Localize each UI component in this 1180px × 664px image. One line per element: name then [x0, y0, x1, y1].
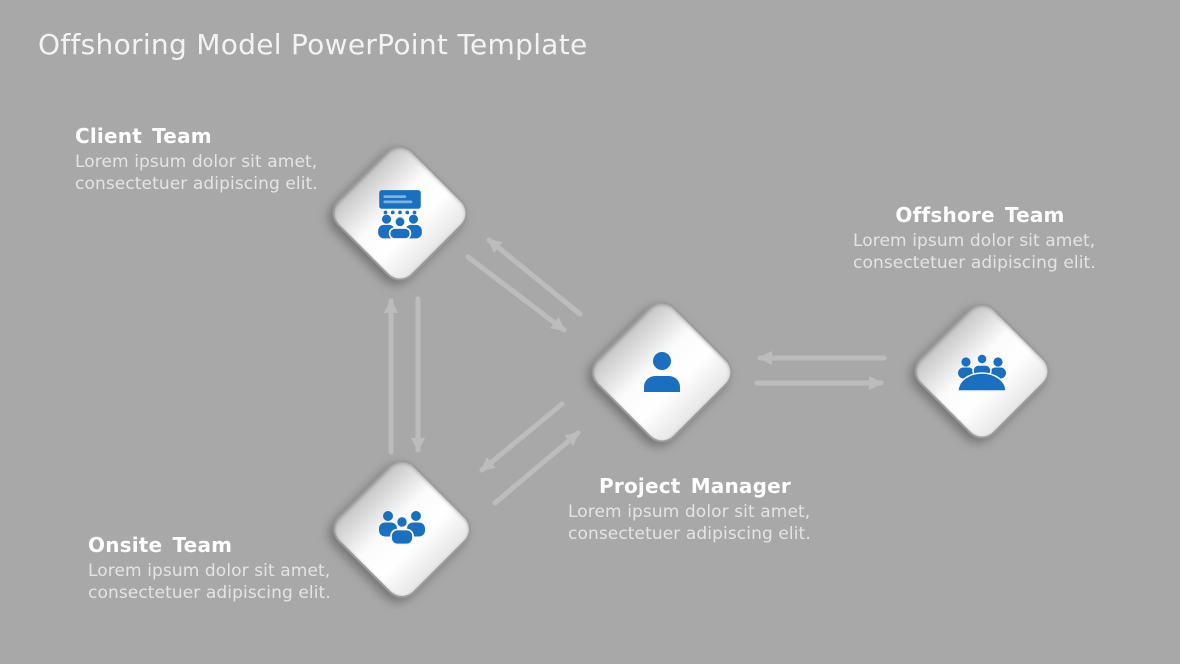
arrow-client-to-pm: [465, 254, 567, 333]
client-team-description: Lorem ipsum dolor sit amet, consectetuer…: [75, 152, 318, 194]
project-manager-description: Lorem ipsum dolor sit amet, consectetuer…: [568, 502, 811, 544]
client-team-textblock: Client Team Lorem ipsum dolor sit amet, …: [75, 124, 329, 195]
onsite-team-label: Onsite Team: [88, 533, 233, 557]
presentation-audience-icon: [373, 189, 427, 240]
arrow-onsite-to-pm: [492, 430, 581, 506]
people-group-icon: [376, 509, 428, 551]
offshore-team-textblock: Offshore Team Lorem ipsum dolor sit amet…: [853, 203, 1107, 274]
client-team-label: Client Team: [75, 124, 212, 148]
meeting-table-icon: [954, 352, 1010, 394]
arrow-pm-to-client: [486, 237, 583, 317]
onsite-team-description: Lorem ipsum dolor sit amet, consectetuer…: [88, 561, 331, 603]
offshore-team-description: Lorem ipsum dolor sit amet, consectetuer…: [853, 231, 1096, 273]
onsite-team-textblock: Onsite Team Lorem ipsum dolor sit amet, …: [88, 533, 342, 604]
project-manager-textblock: Project Manager Lorem ipsum dolor sit am…: [568, 474, 822, 545]
slide-title: Offshoring Model PowerPoint Template: [38, 28, 588, 61]
offshore-team-label: Offshore Team: [895, 203, 1065, 227]
person-icon: [640, 350, 684, 394]
project-manager-label: Project Manager: [599, 474, 791, 498]
arrow-pm-to-onsite: [479, 401, 565, 473]
